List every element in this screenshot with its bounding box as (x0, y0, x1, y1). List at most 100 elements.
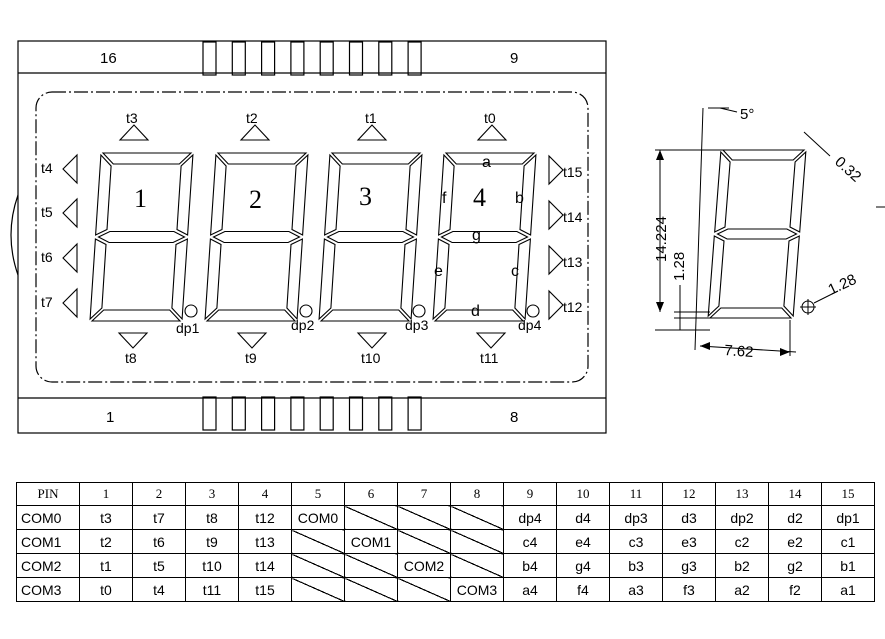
indicator-label-t10: t10 (361, 350, 381, 366)
table-cell: COM2 (16, 553, 80, 578)
segment-a (330, 152, 422, 165)
pin-top (202, 41, 217, 76)
table-cell: t7 (132, 505, 186, 530)
indicator-t1 (356, 124, 388, 141)
table-header-cell: 11 (609, 482, 663, 506)
table-header-cell: 12 (662, 482, 716, 506)
pin-label-16: 16 (100, 50, 117, 67)
segment-g (326, 230, 415, 244)
indicator-t14 (548, 199, 564, 231)
pin-bottom (407, 396, 422, 431)
table-cell: dp2 (715, 505, 769, 530)
indicator-t0 (476, 124, 508, 141)
table-cell: t3 (79, 505, 133, 530)
table-header-cell: 2 (132, 482, 186, 506)
indicator-t6 (62, 242, 78, 274)
table-header-cell: 15 (821, 482, 875, 506)
lcd-drawing: 16 9 1 8 1 2 3 4 a b c d e f g dp1 dp2 d… (10, 40, 885, 434)
indicator-label-t12: t12 (563, 299, 583, 315)
segment-b (291, 153, 309, 236)
decimal-point-2 (299, 304, 313, 318)
segment-e (432, 238, 450, 321)
indicator-label-t4: t4 (41, 160, 53, 176)
table-row: COM1 t2 t6 t9 t13 COM1 c4 e4 c3 e3 c2 e2… (16, 529, 875, 554)
segment-b (405, 153, 423, 236)
segment-a (216, 152, 308, 165)
indicator-t4 (62, 153, 78, 185)
digit-4 (432, 152, 537, 322)
table-cell-empty (344, 505, 398, 530)
digit-3 (318, 152, 423, 322)
table-cell-empty (450, 529, 504, 554)
indicator-t9 (236, 332, 268, 349)
indicator-label-t6: t6 (41, 249, 53, 265)
table-cell: a2 (715, 577, 769, 602)
pin-bottom (348, 396, 364, 431)
table-cell: g3 (662, 553, 716, 578)
table-header-cell: 1 (79, 482, 133, 506)
table-cell: t0 (79, 577, 133, 602)
table-cell: dp1 (821, 505, 875, 530)
table-header-row: PIN 1 2 3 4 5 6 7 8 9 10 11 12 13 14 15 (16, 482, 875, 506)
segment-f (209, 153, 227, 236)
segment-g (716, 228, 798, 240)
table-cell-empty (397, 505, 451, 530)
lcd-outline (17, 40, 607, 434)
dim-slant: 5° (740, 106, 754, 123)
table-header-cell: 4 (238, 482, 292, 506)
table-cell: c1 (821, 529, 875, 554)
segment-label-g: g (472, 227, 481, 244)
digit-label-2: 2 (249, 185, 262, 214)
table-cell: t10 (185, 553, 239, 578)
indicator-t7 (62, 287, 78, 319)
indicator-label-t14: t14 (563, 209, 583, 225)
segment-f (714, 150, 731, 233)
dim-width: 7.62 (724, 342, 754, 361)
segment-c (514, 238, 532, 321)
table-row: COM2 t1 t5 t10 t14 COM2 b4 g4 b3 g3 b2 g… (16, 553, 875, 578)
table-cell: c2 (715, 529, 769, 554)
segment-c (400, 238, 418, 321)
indicator-label-t3: t3 (126, 110, 138, 126)
segment-f (94, 153, 112, 236)
table-cell: e3 (662, 529, 716, 554)
indicator-t13 (548, 244, 564, 276)
table-cell: d4 (556, 505, 610, 530)
table-cell: dp4 (503, 505, 557, 530)
table-cell: COM2 (397, 553, 451, 578)
table-header-cell: PIN (16, 482, 80, 506)
segment-b (789, 150, 807, 233)
dim-height: 14.224 (653, 216, 670, 262)
table-cell: COM1 (16, 529, 80, 554)
digit-label-3: 3 (359, 182, 372, 211)
table-header-cell: 9 (503, 482, 557, 506)
table-header-cell: 10 (556, 482, 610, 506)
indicator-label-t11: t11 (480, 350, 499, 366)
table-cell: b2 (715, 553, 769, 578)
pin-top (378, 41, 393, 76)
table-cell-empty (450, 505, 504, 530)
segment-a (101, 152, 193, 165)
table-cell: f4 (556, 577, 610, 602)
indicator-t2 (239, 124, 271, 141)
segment-g (440, 230, 529, 244)
pin-top (319, 41, 334, 76)
dimension-drawing (655, 107, 885, 356)
table-header-cell: 5 (291, 482, 345, 506)
table-cell: t8 (185, 505, 239, 530)
pin-top (348, 41, 364, 76)
segment-label-e: e (434, 263, 443, 280)
table-cell: t12 (238, 505, 292, 530)
dim-gap: 1.28 (671, 252, 688, 281)
dim-dp-size: 1.28 (826, 271, 860, 299)
indicator-t11 (475, 332, 507, 349)
table-cell-empty (291, 553, 345, 578)
indicator-t5 (62, 197, 78, 229)
indicator-label-t8: t8 (125, 350, 137, 366)
table-header-cell: 13 (715, 482, 769, 506)
detail-digit (707, 149, 807, 319)
pin-label-8: 8 (510, 409, 518, 426)
table-cell-empty (397, 577, 451, 602)
pin-top (231, 41, 246, 76)
table-cell: g2 (768, 553, 822, 578)
